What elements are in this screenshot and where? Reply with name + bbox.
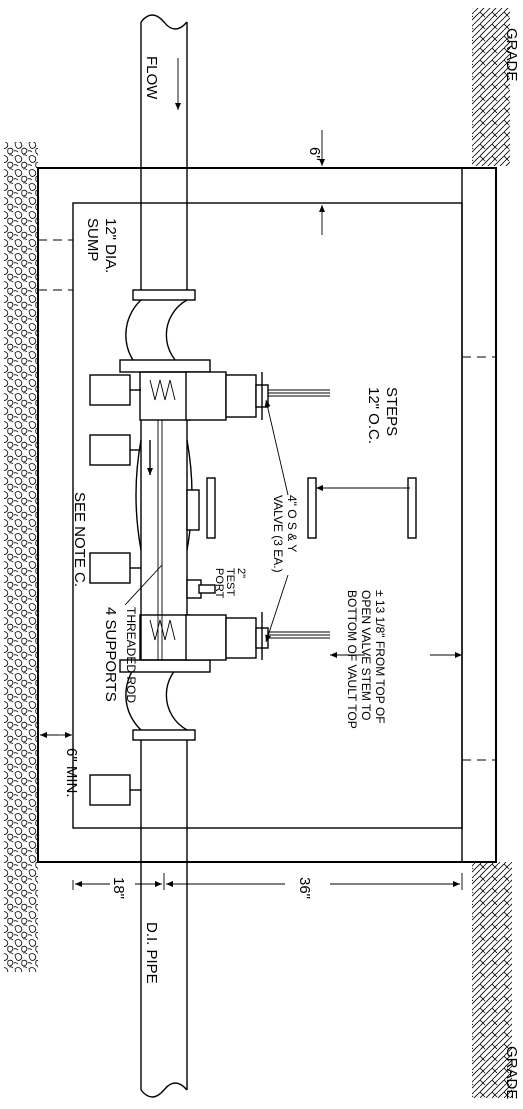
sump (38, 239, 73, 291)
valve-body-right (119, 612, 330, 673)
vault-walls (37, 167, 497, 863)
valve-body-left (119, 359, 330, 421)
sump-label-1: 12" DIA. (102, 218, 119, 273)
steps-label-2: 12" O.C. (365, 387, 382, 444)
valve-label-2: VALVE (3 EA.) (271, 495, 285, 573)
dimension-lines (40, 130, 463, 890)
grade-label-top: GRADE (503, 28, 520, 81)
outlet-pipe (140, 862, 188, 1098)
stem-note-3: BOTTOM OF VAULT TOP (345, 590, 359, 729)
dimension-36: 36" (296, 877, 313, 899)
test-port-label-1: 2" (235, 568, 247, 578)
grade-label-bottom: GRADE (503, 1046, 520, 1099)
inlet-pipe (140, 14, 188, 168)
stem-note-2: OPEN VALVE STEM TO (359, 590, 373, 720)
supports-label: 4 SUPPORTS (102, 607, 119, 702)
vault-steps (206, 477, 417, 539)
di-pipe-label: D.I. PIPE (143, 922, 160, 984)
test-port-label-2: TEST (224, 568, 236, 596)
ground-hatch (472, 8, 512, 1098)
threaded-rod-label: THREADED ROD (124, 607, 138, 703)
flow-label: FLOW (143, 56, 160, 100)
steps-label-1: STEPS (383, 387, 400, 436)
sump-label-2: SUMP (84, 218, 101, 261)
leader-lines (124, 399, 289, 643)
stem-note-1: ± 13 1/8" FROM TOP OF (373, 590, 387, 724)
valve-label-1: 4" O S & Y (285, 495, 299, 552)
gravel-bed (4, 142, 38, 972)
min-clearance-dimension: 6" MIN. (63, 748, 80, 798)
test-port-label-3: PORT (213, 568, 225, 599)
see-note-label: SEE NOTE C. (71, 492, 88, 587)
dimension-18: 18" (110, 877, 127, 899)
top-gap-dimension: 6" (306, 147, 323, 161)
test-port-fitting (186, 489, 216, 599)
vault-pipe (125, 168, 196, 862)
pipe-supports (89, 374, 141, 806)
